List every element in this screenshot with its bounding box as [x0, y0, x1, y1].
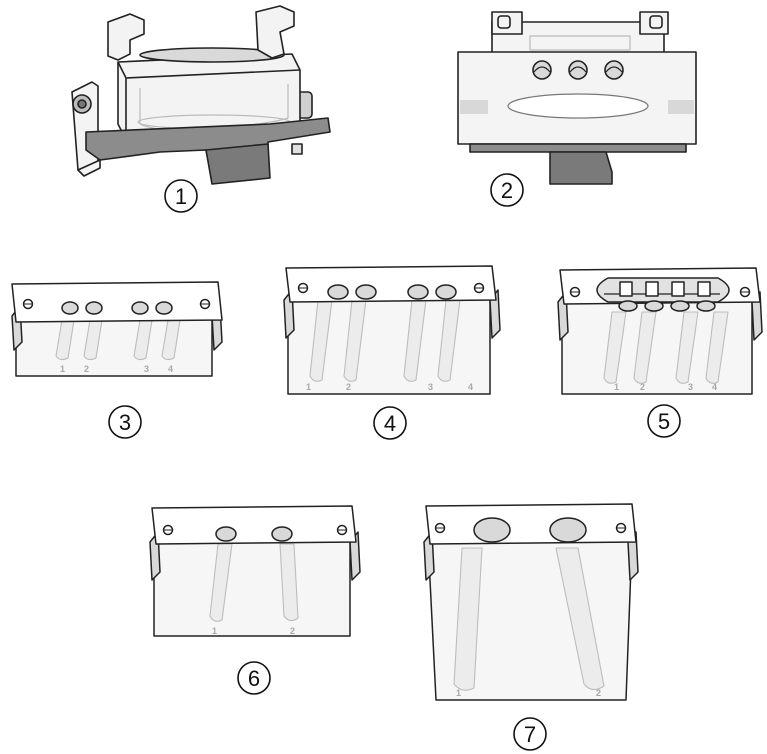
- svg-text:4: 4: [384, 411, 396, 436]
- svg-text:3: 3: [119, 410, 131, 435]
- tube-label: 1: [212, 626, 217, 636]
- callout-7: 7: [513, 717, 547, 751]
- figure-4-rack: [283, 265, 501, 395]
- callout-3: 3: [108, 405, 142, 439]
- svg-text:6: 6: [248, 666, 260, 691]
- svg-text:1: 1: [175, 184, 187, 209]
- svg-text:7: 7: [524, 722, 536, 747]
- figure-6-rack: [149, 505, 361, 637]
- tube-label: 3: [688, 382, 693, 392]
- figure-1-holder: [71, 5, 331, 185]
- tube-label: 2: [290, 626, 295, 636]
- tube-label: 4: [468, 382, 473, 392]
- tube-label: 1: [614, 382, 619, 392]
- callout-4: 4: [373, 406, 407, 440]
- callout-2: 2: [490, 173, 524, 207]
- tube-label: 2: [346, 382, 351, 392]
- tube-label: 4: [168, 364, 173, 374]
- tube-label: 1: [306, 382, 311, 392]
- figure-7-tube-labels: 1 2: [456, 688, 601, 698]
- tube-label: 1: [60, 364, 65, 374]
- callout-6: 6: [237, 661, 271, 695]
- tube-label: 3: [428, 382, 433, 392]
- figure-2-holder-front: [457, 11, 697, 185]
- figure-4-tube-labels: 1 2 3 4: [306, 382, 473, 392]
- svg-text:2: 2: [501, 178, 513, 203]
- figure-6-tube-labels: 1 2: [212, 626, 295, 636]
- tube-label: 2: [84, 364, 89, 374]
- svg-text:5: 5: [658, 409, 670, 434]
- figure-7-rack: [423, 503, 639, 701]
- figure-3-tube-labels: 1 2 3 4: [60, 364, 173, 374]
- tube-label: 2: [596, 688, 601, 698]
- callout-5: 5: [647, 404, 681, 438]
- tube-label: 2: [640, 382, 645, 392]
- callout-1: 1: [164, 179, 198, 213]
- tube-label: 1: [456, 688, 461, 698]
- figure-3-rack: [11, 281, 223, 377]
- figure-5-rack-slot: [557, 267, 763, 395]
- figure-5-tube-labels: 1 2 3 4: [614, 382, 717, 392]
- tube-label: 3: [144, 364, 149, 374]
- tube-label: 4: [712, 382, 717, 392]
